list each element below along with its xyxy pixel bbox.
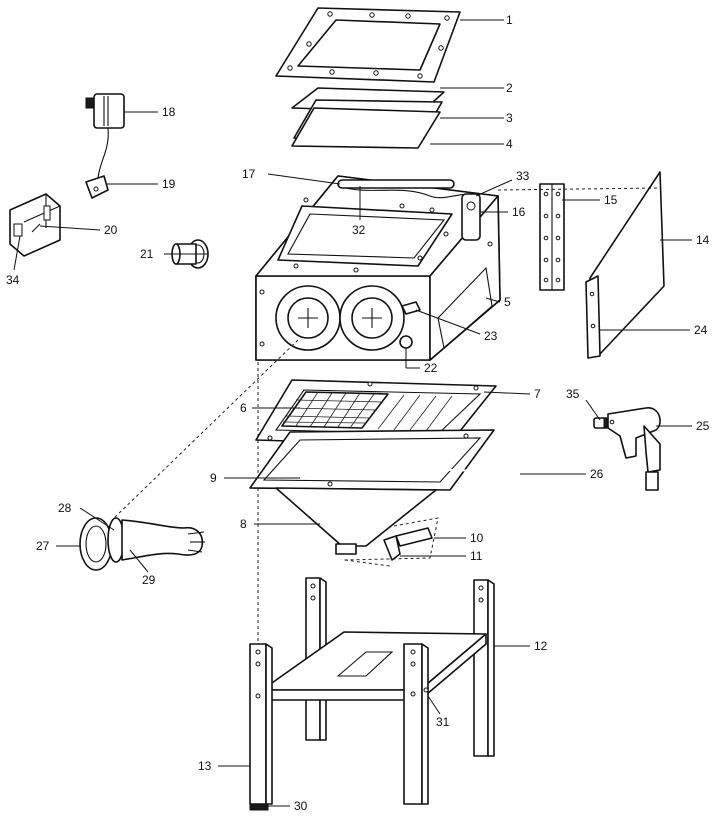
part-valve-bracket (343, 517, 439, 561)
callout-16: 16 (512, 205, 526, 219)
callout-14: 14 (696, 233, 710, 247)
callout-26: 26 (590, 467, 604, 481)
callout-7: 7 (534, 387, 541, 401)
part-stand (249, 577, 495, 811)
part-side-door (585, 171, 665, 359)
callout-4: 4 (506, 137, 513, 151)
callout-18: 18 (162, 105, 176, 119)
callout-9: 9 (210, 471, 217, 485)
callout-21: 21 (140, 247, 154, 261)
callout-30: 30 (294, 799, 308, 813)
part-power-adapter (85, 93, 125, 179)
part-hopper (275, 487, 437, 555)
callout-31: 31 (436, 715, 450, 729)
callout-29: 29 (142, 573, 156, 587)
callout-33: 33 (516, 169, 530, 183)
callout-20: 20 (104, 223, 118, 237)
callout-19: 19 (162, 177, 176, 191)
callout-5: 5 (504, 295, 511, 309)
part-blast-gun (593, 407, 661, 491)
part-adapter-plug (85, 175, 109, 199)
part-air-hose-inner (338, 427, 607, 479)
callout-27: 27 (36, 539, 50, 553)
callout-2: 2 (506, 81, 513, 95)
callout-17: 17 (242, 167, 256, 181)
callout-24: 24 (694, 323, 708, 337)
callout-34: 34 (6, 273, 20, 287)
part-gasket-sheet (291, 107, 441, 149)
callout-22: 22 (424, 361, 438, 375)
callout-6: 6 (240, 401, 247, 415)
alignment-line (344, 559, 391, 567)
alignment-line (111, 339, 299, 521)
callout-25: 25 (696, 419, 710, 433)
part-hinge-strip (539, 183, 565, 291)
callout-8: 8 (240, 517, 247, 531)
cabinet-body (255, 175, 501, 361)
part-grating-frame (255, 379, 497, 447)
callout-32: 32 (352, 223, 366, 237)
part-glove-assembly (79, 517, 205, 571)
callout-1: 1 (506, 13, 513, 27)
callout-13: 13 (198, 759, 212, 773)
part-switch-box (9, 193, 61, 257)
callout-11: 11 (470, 549, 483, 563)
part-hopper-gasket (249, 429, 495, 491)
callout-28: 28 (58, 501, 72, 515)
callout-15: 15 (604, 193, 618, 207)
callout-3: 3 (506, 111, 513, 125)
callout-10: 10 (470, 531, 484, 545)
callout-12: 12 (534, 639, 548, 653)
part-window-frame (275, 7, 461, 83)
alignment-line (497, 187, 661, 191)
leader-lines (13, 19, 692, 807)
callout-23: 23 (484, 329, 498, 343)
callout-35: 35 (566, 387, 580, 401)
callout-labels: 1 2 3 4 5 6 7 8 9 10 11 12 13 14 15 16 1… (6, 13, 710, 813)
